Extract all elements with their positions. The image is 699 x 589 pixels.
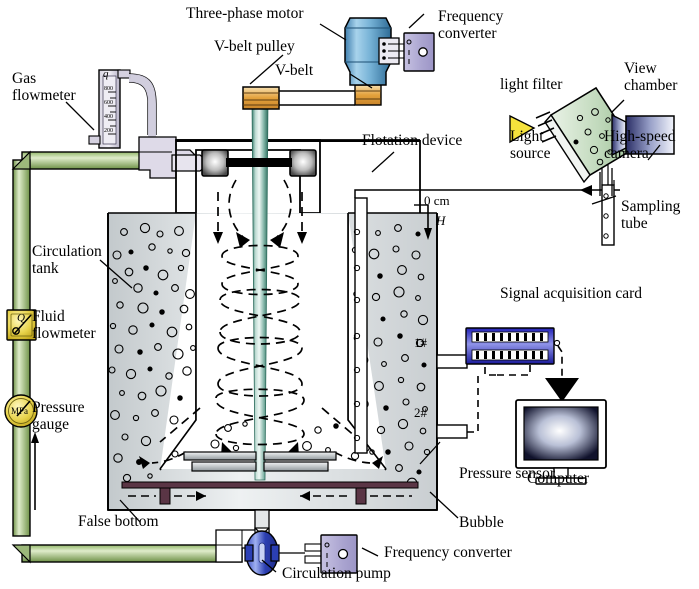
label-frequency-converter-bottom: Frequency converter — [384, 544, 512, 561]
label-v-belt: V-belt — [275, 62, 314, 79]
three-phase-motor-icon — [344, 17, 406, 86]
label-sensor-port-1: 1# — [414, 335, 427, 350]
shaft-bearing-assembly — [201, 149, 317, 177]
label-signal-acquisition-card: Signal acquisition card — [500, 285, 643, 302]
label-sampling-tube: Sampling tube — [621, 198, 681, 233]
signal-acquisition-card-icon — [465, 327, 579, 402]
label-three-phase-motor: Three-phase motor — [186, 5, 304, 22]
label-frequency-converter-top: Frequency converter — [438, 8, 504, 43]
frequency-converter-bottom-icon — [304, 534, 358, 574]
label-flowmeter-tick-800: 800 — [104, 86, 113, 92]
vortex-flow-lines — [151, 179, 371, 464]
label-circulation-pump: Circulation pump — [282, 565, 391, 582]
leader-lines — [65, 13, 661, 573]
label-view-chamber: View chamber — [624, 60, 678, 95]
label-false-bottom: False bottom — [78, 513, 159, 530]
circulation-pump-icon — [244, 530, 305, 576]
frequency-converter-top-icon — [403, 32, 435, 72]
motor-pulley-icon — [354, 84, 382, 106]
label-flowmeter-tick-400: 400 — [104, 114, 113, 120]
fluid-flowmeter-icon — [6, 309, 37, 341]
label-sensor-port-2: 2# — [414, 405, 427, 420]
label-flowmeter-symbol-q: q — [103, 68, 109, 80]
label-gas-flowmeter: Gas flowmeter — [12, 70, 76, 105]
view-chamber-assembly — [509, 86, 675, 196]
label-light-source: Light source — [510, 128, 551, 163]
bubble-field — [108, 222, 431, 489]
label-flowmeter-symbol-Q: Q — [17, 312, 25, 324]
label-light-filter: light filter — [500, 76, 563, 93]
label-flotation-device: Flotation device — [362, 132, 463, 149]
label-bubble: Bubble — [459, 514, 504, 531]
v-belt-pulley-icon — [242, 86, 280, 110]
gas-flowmeter-icon — [88, 69, 211, 179]
label-high-speed-camera: High-speed camera — [604, 128, 676, 163]
label-depth-zero: 0 cm — [424, 193, 450, 208]
label-v-belt-pulley: V-belt pulley — [214, 38, 295, 55]
label-fluid-flowmeter: Fluid flowmeter — [32, 308, 96, 343]
label-pressure-gauge: Pressure gauge — [32, 399, 85, 434]
label-circulation-tank: Circulation tank — [32, 243, 102, 278]
impeller-stator-assembly — [183, 451, 337, 472]
computer-icon — [515, 399, 607, 485]
circulation-piping — [11, 150, 243, 564]
sampling-tube-internal — [353, 189, 620, 454]
pressure-sensor-ports — [436, 354, 531, 439]
label-depth-symbol: H — [436, 213, 446, 228]
label-pressure-gauge-unit: MPa — [11, 406, 29, 416]
false-bottom — [121, 481, 419, 505]
depth-marker — [414, 204, 432, 240]
label-flowmeter-tick-200: 200 — [104, 128, 113, 134]
label-flowmeter-tick-600: 600 — [104, 100, 113, 106]
label-computer: Computer — [527, 470, 589, 487]
v-belt-lines — [279, 90, 355, 106]
pressure-gauge-icon — [4, 394, 38, 428]
label-pressure-sensor: Pressure sensor — [459, 465, 555, 482]
